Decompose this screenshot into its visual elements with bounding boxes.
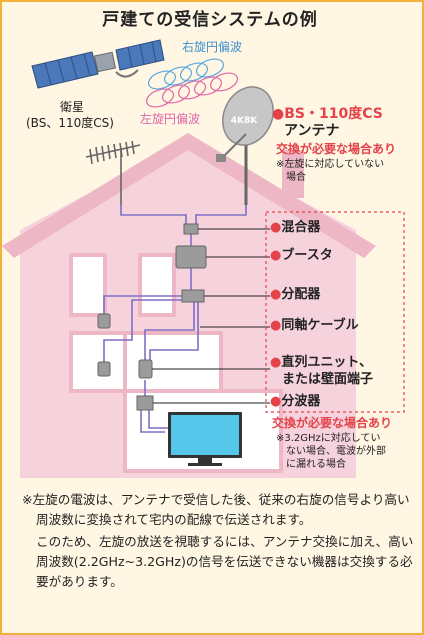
booster-label: ●ブースタ bbox=[270, 248, 333, 263]
antenna-note-line1: ※左旋に対応していない bbox=[276, 159, 385, 170]
footer-notes: ※左旋の電波は、アンテナで受信した後、従来の右旋の信号より高い周波数に変換されて… bbox=[22, 490, 414, 592]
leader-lines bbox=[152, 228, 270, 404]
demux-device bbox=[136, 395, 154, 411]
demux-note-line1: ※3.2GHzに対応してい bbox=[276, 433, 381, 444]
antenna-title: ●BS・110度CS アンテナ bbox=[272, 106, 383, 140]
window-top-left bbox=[69, 253, 107, 317]
left-wave-icon bbox=[145, 72, 239, 108]
uhf-antenna bbox=[85, 140, 141, 205]
demux-label-text: 分波器 bbox=[281, 394, 321, 409]
house-chimney bbox=[282, 150, 304, 198]
unit-label-line2: または壁面端子 bbox=[282, 372, 374, 387]
demux-label: ●分波器 bbox=[270, 394, 321, 409]
coax-label-text: 同軸ケーブル bbox=[281, 318, 359, 333]
demux-note-line3: に漏れる場合 bbox=[286, 459, 346, 470]
antenna-title-line2: アンテナ bbox=[284, 123, 340, 139]
footer-note-2: このため、左旋の放送を視聴するには、アンテナ交換に加え、高い周波数(2.2GHz… bbox=[36, 534, 414, 589]
splitter-label: ●分配器 bbox=[270, 287, 321, 302]
satellite-label: 衛星 bbox=[60, 100, 85, 114]
bs-dish-antenna: 4K8K bbox=[216, 86, 274, 205]
demux-note-line2: ない場合、電波が外部 bbox=[286, 446, 386, 457]
replace-needed-label-2: 交換が必要な場合あり bbox=[272, 416, 393, 430]
series-unit bbox=[138, 359, 153, 379]
window-top-right bbox=[138, 253, 176, 317]
splitter-label-text: 分配器 bbox=[281, 287, 321, 302]
right-wave-label: 右旋円偏波 bbox=[182, 40, 243, 54]
replace-needed-label-1: 交換が必要な場合あり bbox=[276, 142, 397, 156]
splitter-device bbox=[181, 289, 205, 303]
mixer-label: ●混合器 bbox=[270, 220, 321, 235]
coax-cables bbox=[103, 205, 247, 433]
wall-terminal-1 bbox=[97, 313, 111, 329]
footer-note-1: ※左旋の電波は、アンテナで受信した後、従来の右旋の信号より高い周波数に変換されて… bbox=[22, 492, 410, 527]
wall-terminal-2 bbox=[97, 361, 111, 377]
antenna-badge: 4K8K bbox=[231, 116, 258, 126]
unit-label: ●直列ユニット、または壁面端子 bbox=[270, 355, 374, 387]
left-wave-label: 左旋円偏波 bbox=[140, 112, 201, 126]
unit-label-line1: 直列ユニット、 bbox=[281, 355, 373, 370]
satellite-icon bbox=[31, 39, 165, 89]
mixer-device bbox=[183, 223, 199, 235]
reception-diagram: 4K8K bbox=[2, 39, 405, 478]
right-wave-icon bbox=[147, 58, 225, 90]
booster-device bbox=[175, 245, 207, 269]
callout-box bbox=[265, 211, 405, 413]
antenna-note: ※左旋に対応していない 場合 bbox=[276, 158, 384, 184]
antenna-note-line2: 場合 bbox=[286, 172, 306, 183]
demux-note: ※3.2GHzに対応してい ない場合、電波が外部 に漏れる場合 bbox=[276, 432, 386, 471]
satellite-sub-label: (BS、110度CS) bbox=[26, 116, 114, 130]
mixer-label-text: 混合器 bbox=[281, 220, 321, 235]
coax-label: ●同軸ケーブル bbox=[270, 318, 359, 333]
room-mid-left bbox=[69, 331, 127, 393]
tv-icon bbox=[168, 412, 242, 466]
antenna-title-line1: ●BS・110度CS bbox=[272, 106, 383, 122]
booster-label-text: ブースタ bbox=[281, 248, 333, 263]
page-title: 戸建ての受信システムの例 bbox=[102, 10, 318, 30]
